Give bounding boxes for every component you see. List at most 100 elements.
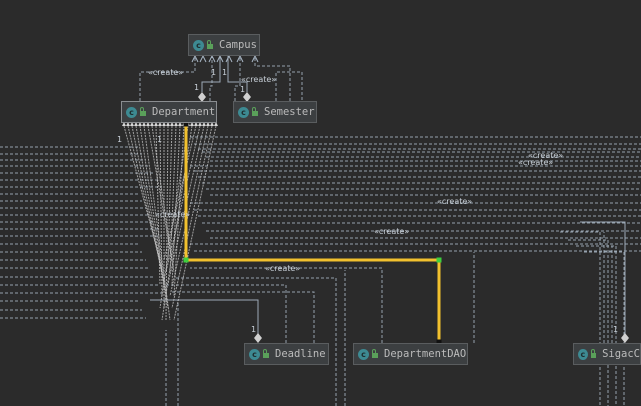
class-icon: c bbox=[193, 39, 204, 51]
multiplicity-label: 1 bbox=[222, 68, 227, 77]
edge-endpoint-handle[interactable] bbox=[436, 339, 442, 345]
multiplicity-label: 1 bbox=[157, 135, 162, 144]
lock-icon bbox=[207, 39, 213, 49]
class-name: Campus bbox=[219, 39, 257, 51]
edge-bend-handle[interactable] bbox=[436, 257, 442, 263]
class-name: Department bbox=[152, 106, 216, 118]
fan-arrow-head bbox=[134, 122, 138, 126]
create-label: «create» bbox=[374, 227, 409, 236]
fan-arrow-head bbox=[166, 122, 170, 126]
fan-line bbox=[169, 125, 177, 273]
class-icon: c bbox=[238, 106, 249, 118]
department-relation-fan bbox=[122, 122, 218, 321]
create-edge-semester-campus bbox=[234, 56, 241, 101]
fan-line bbox=[163, 125, 197, 261]
fan-arrow-head bbox=[126, 122, 130, 126]
fan-line bbox=[165, 125, 201, 273]
fan-arrow-head bbox=[162, 122, 166, 126]
class-node-campus[interactable]: c Campus bbox=[188, 34, 260, 56]
arrow-head bbox=[225, 54, 233, 63]
fan-line bbox=[135, 125, 167, 297]
multiplicity-label: 1 bbox=[211, 68, 216, 77]
fan-arrow-head bbox=[154, 122, 158, 126]
class-node-semester[interactable]: c Semester bbox=[233, 101, 317, 123]
highlighted-edge-department-dao[interactable] bbox=[184, 124, 441, 342]
class-node-deadline[interactable]: c Deadline bbox=[244, 343, 329, 365]
fan-line bbox=[123, 125, 161, 261]
arrow-head bbox=[191, 54, 199, 63]
fan-line bbox=[161, 125, 193, 321]
lock-icon bbox=[372, 348, 378, 358]
lock-icon bbox=[252, 106, 258, 116]
dependency-line-down bbox=[568, 239, 609, 406]
fan-arrow-head bbox=[198, 122, 202, 126]
fan-line bbox=[167, 125, 173, 261]
arrow-head bbox=[251, 54, 259, 63]
class-node-department-dao[interactable]: c DepartmentDAO bbox=[353, 343, 468, 365]
lock-icon bbox=[140, 106, 146, 116]
arrow-head bbox=[199, 54, 207, 63]
create-label: «create» bbox=[241, 75, 276, 84]
class-node-sigac[interactable]: c SigacC bbox=[573, 343, 641, 365]
class-name: Semester bbox=[264, 106, 315, 118]
fan-arrow-head bbox=[210, 122, 214, 126]
semester-self-link bbox=[275, 71, 303, 101]
create-label: «create» bbox=[528, 151, 563, 160]
fan-arrow-head bbox=[122, 122, 126, 126]
fan-line bbox=[139, 125, 169, 309]
edge-endpoint-handle[interactable] bbox=[183, 121, 189, 127]
campus-semester-composition bbox=[227, 56, 248, 92]
selected-edge-highlight[interactable] bbox=[183, 121, 442, 345]
fan-line bbox=[173, 125, 217, 321]
fan-arrow-head bbox=[214, 122, 218, 126]
class-name: SigacC bbox=[602, 348, 640, 360]
fan-arrow-head bbox=[190, 122, 194, 126]
dependency-deadline bbox=[165, 284, 287, 343]
dependency-edges bbox=[0, 54, 641, 406]
fan-arrow-head bbox=[138, 122, 142, 126]
fan-arrow-head bbox=[146, 122, 150, 126]
fan-line bbox=[159, 125, 163, 297]
edge-labels: «create»«create»«create»«create»«create»… bbox=[117, 68, 618, 334]
arrow-head bbox=[216, 54, 224, 63]
multiplicity-label: 1 bbox=[240, 85, 245, 94]
dependency-line-down bbox=[576, 245, 617, 406]
fan-arrow-head bbox=[142, 122, 146, 126]
composition-diamond bbox=[198, 92, 206, 102]
edge-bend-handle[interactable] bbox=[183, 257, 189, 263]
lock-icon bbox=[590, 348, 597, 358]
arrow-head bbox=[236, 54, 244, 63]
class-icon: c bbox=[578, 348, 588, 360]
association-deadline bbox=[150, 299, 259, 338]
campus-department-composition bbox=[201, 56, 221, 92]
dependency-lower-a bbox=[175, 277, 337, 406]
fan-line bbox=[143, 125, 171, 321]
fan-line bbox=[165, 125, 169, 321]
create-label: «create» bbox=[518, 158, 553, 167]
create-label: «create» bbox=[437, 197, 472, 206]
campus-department-link bbox=[209, 56, 213, 101]
class-name: DepartmentDAO bbox=[384, 348, 467, 360]
multiplicity-label: 1 bbox=[194, 83, 199, 92]
fan-arrow-head bbox=[194, 122, 198, 126]
composition-diamond bbox=[621, 333, 629, 343]
fan-arrow-head bbox=[202, 122, 206, 126]
fan-line bbox=[155, 125, 161, 285]
class-node-department[interactable]: c Department bbox=[121, 101, 217, 123]
fan-line bbox=[147, 125, 173, 261]
association-sigac bbox=[580, 221, 626, 338]
lock-icon bbox=[263, 348, 269, 358]
fan-arrow-head bbox=[158, 122, 162, 126]
fan-arrow-head bbox=[206, 122, 210, 126]
semester-campus-link bbox=[254, 56, 291, 101]
dependency-line-down bbox=[560, 231, 601, 406]
arrow-head bbox=[208, 54, 216, 63]
create-label: «create» bbox=[148, 68, 183, 77]
class-name: Deadline bbox=[275, 348, 326, 360]
composition-diamond bbox=[254, 333, 262, 343]
class-icon: c bbox=[126, 106, 137, 118]
fan-arrow-head bbox=[130, 122, 134, 126]
fan-line bbox=[169, 125, 209, 297]
create-edge-department-campus bbox=[139, 56, 196, 101]
